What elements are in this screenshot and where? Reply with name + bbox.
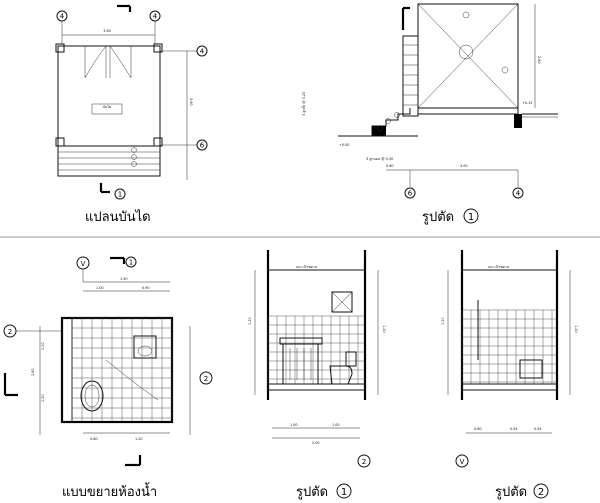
stair-section-dim-2: 3.00	[460, 164, 468, 168]
stair-plan-top-dim: 3.60	[103, 29, 111, 33]
bath-s1-left-dim: 1.20	[248, 317, 252, 325]
stair-section-level-label: +0.00	[339, 143, 349, 147]
grid-label-b: 4	[153, 13, 158, 21]
bath-section-1: แนว ฝ้าเพดาน 1.20 1.20 1.00 1.00 2.00 2 …	[248, 250, 386, 500]
tread-note: 3 ลูกนอน @ 0.30	[366, 157, 393, 161]
bath-s2-dim-b: 0.45	[510, 427, 518, 431]
grid-label-2-right: 2	[204, 375, 208, 383]
bath-s2-dim-a: 0.80	[474, 427, 482, 431]
bath-plan: V 1 1.90 1.00 0.90 2 1.00 1.20 2.60	[3, 256, 213, 500]
grid-label-6b: 6	[408, 190, 413, 198]
stair-section-title-no: 1	[468, 212, 474, 223]
stair-plan-cut-label: 1	[118, 191, 122, 199]
stair-section-height-dim: 2.80	[537, 56, 541, 64]
bath-s1-title-no: 1	[341, 487, 347, 498]
riser-note: 3 ลูกตั้ง @ 0.20	[301, 92, 306, 116]
bath-cut-1-top: 1	[129, 259, 133, 267]
bath-s2-right-dim: 1.20	[574, 325, 578, 333]
bath-s2-title: รูปตัด	[495, 485, 527, 500]
bath-s1-toilet-icon	[329, 365, 353, 385]
bath-left-dim-b: 1.20	[41, 394, 45, 402]
bath-s1-vanity-icon	[282, 343, 319, 385]
bath-s1-dim-a: 1.00	[290, 423, 298, 427]
bath-s1-right-dim: 1.20	[382, 325, 386, 333]
bath-s2-dim-c: 0.45	[534, 427, 542, 431]
bath-top-dim-a: 1.00	[96, 286, 104, 290]
bath-bottom-dim-a: 0.80	[90, 437, 98, 441]
grid-label-6: 6	[200, 142, 205, 150]
grid-label-4b: 4	[516, 190, 521, 198]
grid-label-a: 4	[60, 13, 65, 21]
bath-s1-wall-tiles	[267, 315, 365, 384]
stair-plan-side-dim: 3.60	[189, 98, 193, 106]
bath-s1-title: รูปตัด	[296, 485, 328, 500]
bath-bottom-dim-b: 1.20	[135, 437, 143, 441]
stair-section-dim-1: 0.60	[386, 164, 394, 168]
bath-plan-title: แบบขยายห้องน้ำ	[62, 482, 157, 500]
bath-top-dim-b: 0.90	[142, 286, 150, 290]
stair-section: +0.00 +0.15 3 ลูกตั้ง @ 0.20 3 ลูกนอน @ …	[301, 3, 558, 225]
bath-left-dim: 2.60	[31, 368, 35, 376]
bath-s1-dim-total: 2.00	[312, 441, 320, 445]
stair-plan: 4 4 3.60 บันได 4	[55, 4, 208, 225]
bath-s2-title-no: 2	[538, 487, 544, 498]
stair-plan-title: แปลนบันได	[85, 209, 151, 225]
grid-label-v-top: V	[81, 260, 86, 268]
stair-section-level-label-2: +0.15	[522, 101, 532, 105]
bath-top-dim: 1.90	[120, 277, 128, 281]
bath-left-dim-a: 1.00	[41, 342, 45, 350]
stair-section-title: รูปตัด	[422, 210, 454, 225]
bath-s1-window-icon	[331, 291, 353, 313]
bath-s1-dim-b: 1.00	[332, 423, 340, 427]
bath-floor-tiles	[71, 317, 173, 422]
bath-s1-ceiling-note: แนว ฝ้าเพดาน	[296, 265, 318, 269]
stair-label: บันได	[103, 105, 111, 109]
toilet-icon	[133, 335, 157, 359]
bath-s2-grid: V	[460, 458, 465, 466]
bath-s2-tub-icon	[519, 359, 543, 379]
bath-s2-ceiling-note: แนว ฝ้าเพดาน	[488, 265, 510, 269]
grid-label-2-left: 2	[8, 328, 12, 336]
bath-s2-left-dim: 1.20	[441, 317, 445, 325]
grid-label-4: 4	[200, 48, 205, 56]
bath-s1-grid: 2	[362, 458, 366, 466]
bathtub-icon	[80, 380, 104, 412]
bath-section-2: แนว ฝ้าเพดาน 1.20 1.20 0.80 0.45 0.45 V …	[441, 250, 578, 500]
bath-s2-wall-tiles	[461, 309, 557, 384]
